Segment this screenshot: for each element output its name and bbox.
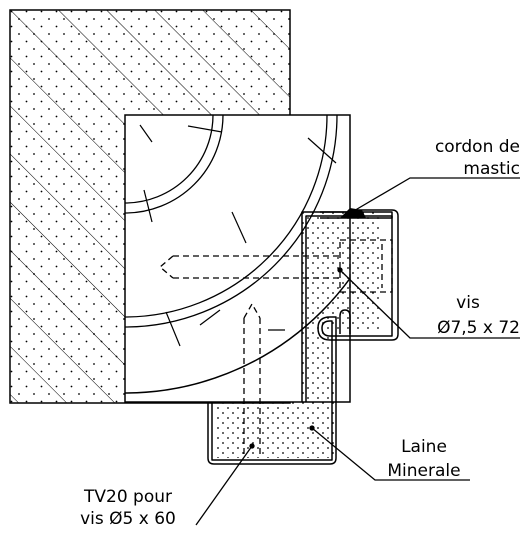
label-vis-1: vis xyxy=(456,293,480,313)
label-tv-1: TV20 pour xyxy=(83,487,172,507)
label-tv-2: vis Ø5 x 60 xyxy=(80,509,176,529)
label-mastic-1: cordon de xyxy=(435,137,520,157)
leader-lines xyxy=(195,177,520,526)
screw-vertical xyxy=(243,302,261,458)
label-mastic-2: mastic xyxy=(463,159,520,179)
screw-horizontal xyxy=(158,239,393,293)
label-vis-2: Ø7,5 x 72 xyxy=(437,318,520,338)
label-laine-1: Laine xyxy=(401,437,447,457)
annotations: cordon de mastic vis Ø7,5 x 72 Laine Min… xyxy=(80,137,520,529)
mastic-bead xyxy=(340,208,366,218)
label-laine-2: Minerale xyxy=(387,461,460,481)
